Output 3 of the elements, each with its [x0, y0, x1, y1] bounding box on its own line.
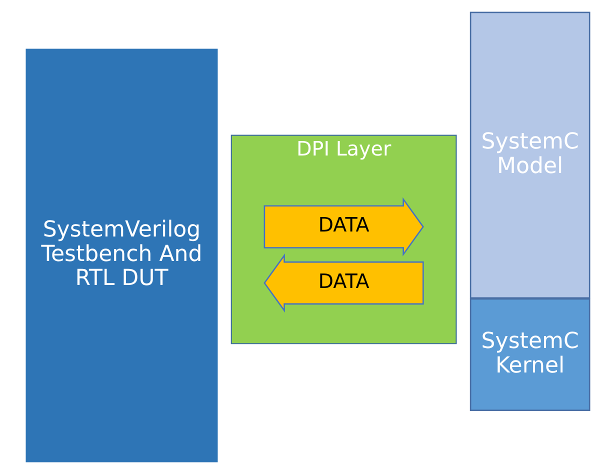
node-box: SystemVerilog Testbench And RTL DUT	[26, 48, 218, 462]
node-box: SystemC Kernel	[470, 298, 590, 411]
node-box: SystemC Model	[470, 12, 590, 299]
